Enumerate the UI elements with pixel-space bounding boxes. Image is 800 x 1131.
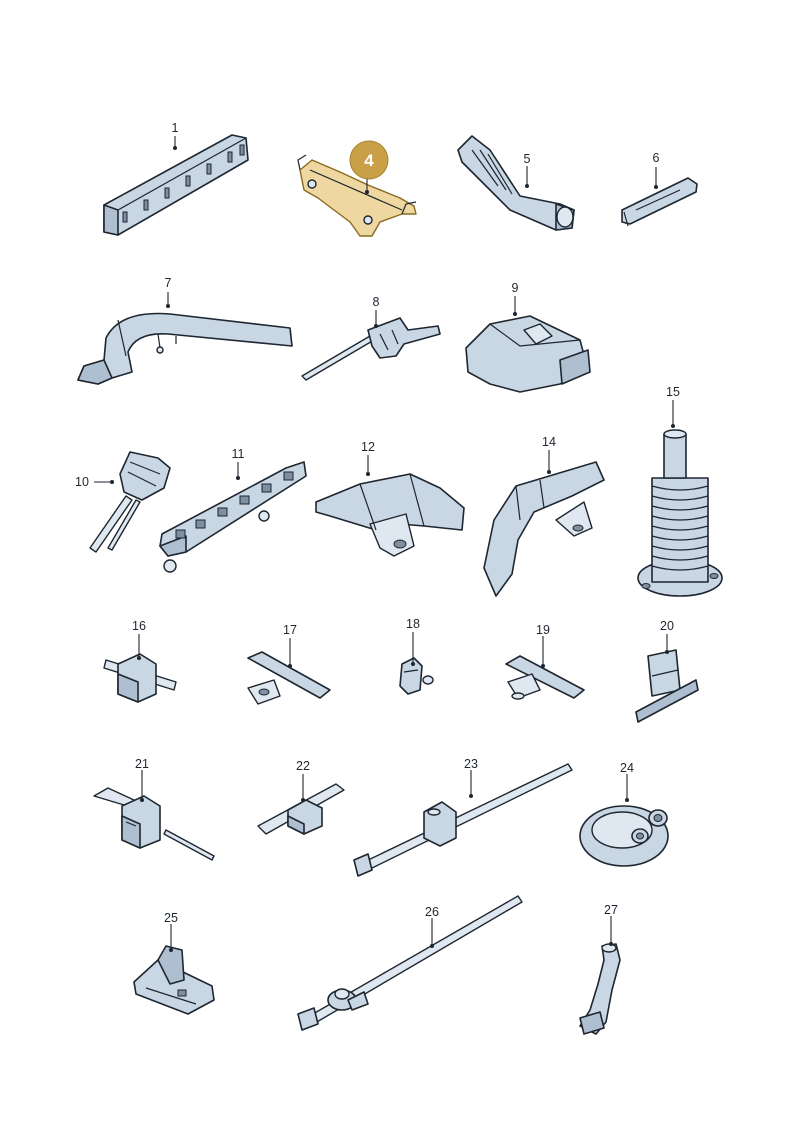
part-4-bracket-highlighted[interactable] [297,154,417,237]
callout-17[interactable]: 17 [283,623,297,668]
part-16-clip[interactable] [103,653,177,703]
callout-9[interactable]: 9 [512,281,519,316]
callout-label-16: 16 [132,619,146,633]
part-12-bracket[interactable] [315,473,465,557]
part-5-duct[interactable] [457,135,575,231]
part-25-base-holder[interactable] [133,945,215,1015]
callout-26[interactable]: 26 [425,905,439,948]
callout-label-11: 11 [232,447,245,461]
part-19-strip-clip[interactable] [505,655,585,700]
callout-24[interactable]: 24 [620,761,634,802]
callout-25[interactable]: 25 [164,911,178,952]
callout-label-18: 18 [406,617,420,631]
callout-20[interactable]: 20 [660,619,674,654]
part-23-cable-tie-holder[interactable] [353,763,573,877]
part-15-corrugated-tube[interactable] [637,429,723,597]
callout-22[interactable]: 22 [296,759,310,802]
callout-label-8: 8 [373,295,380,309]
callout-12[interactable]: 12 [361,440,375,476]
callout-label-7: 7 [165,276,172,290]
part-11-multi-holder[interactable] [159,461,307,573]
callout-18[interactable]: 18 [406,617,420,666]
callout-label-25: 25 [164,911,178,925]
callout-label-14: 14 [542,435,556,449]
callout-16[interactable]: 16 [132,619,146,660]
callout-label-26: 26 [425,905,439,919]
callout-label-20: 20 [660,619,674,633]
callout-6[interactable]: 6 [653,151,660,189]
callout-label-10: 10 [75,475,89,489]
callout-label-1: 1 [172,121,179,135]
callout-15[interactable]: 15 [666,385,680,428]
callout-8[interactable]: 8 [373,295,380,328]
part-20-bracket[interactable] [635,649,699,723]
part-27-hook-bracket[interactable] [579,943,621,1035]
part-14-duct-bracket[interactable] [483,461,605,597]
callout-27[interactable]: 27 [604,903,618,946]
part-9-housing[interactable] [465,315,591,393]
callout-label-19: 19 [536,623,550,637]
callout-21[interactable]: 21 [135,757,149,802]
part-26-cable-tie-fastener[interactable] [297,895,523,1031]
callout-label-5: 5 [524,152,531,166]
part-1-rail[interactable] [103,134,249,236]
callout-label-27: 27 [604,903,618,917]
part-24-grommet[interactable] [579,805,669,867]
part-21-cable-tie-clip[interactable] [93,787,215,861]
part-6-strip[interactable] [621,177,698,227]
callout-label-4: 4 [364,151,374,170]
callout-label-17: 17 [283,623,297,637]
callout-label-22: 22 [296,759,310,773]
callout-11[interactable]: 11 [232,447,245,480]
part-22-twin-clip[interactable] [257,783,345,835]
callout-19[interactable]: 19 [536,623,550,668]
callout-label-9: 9 [512,281,519,295]
callout-label-12: 12 [361,440,375,454]
callout-label-23: 23 [464,757,478,771]
part-7-channel[interactable] [77,312,293,385]
part-17-bracket[interactable] [247,651,331,705]
part-10-connector[interactable] [89,451,171,553]
callout-label-24: 24 [620,761,634,775]
callout-23[interactable]: 23 [464,757,478,798]
callout-14[interactable]: 14 [542,435,556,474]
callout-label-15: 15 [666,385,680,399]
callout-5[interactable]: 5 [524,152,531,188]
part-18-push-clip[interactable] [399,657,434,695]
highlight-badge [349,140,389,180]
callout-4-highlighted[interactable]: 4 [349,140,389,194]
callout-1[interactable]: 1 [172,121,179,150]
callout-10[interactable]: 10 [75,475,114,489]
callout-7[interactable]: 7 [165,276,172,308]
part-8-cable-tie-clip[interactable] [301,317,441,381]
callout-label-6: 6 [653,151,660,165]
callout-label-21: 21 [135,757,149,771]
